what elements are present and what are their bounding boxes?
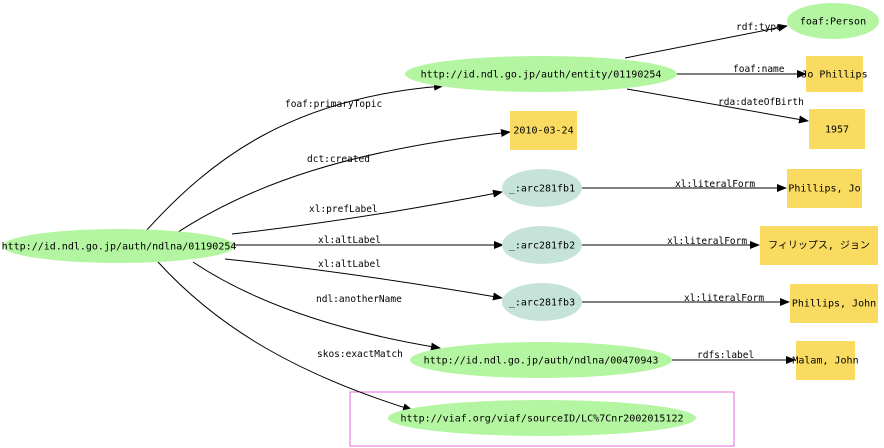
edge-pref-label [231, 189, 503, 235]
edge-label-date-of-birth: rda:dateOfBirth [718, 97, 804, 108]
node-label: Phillips, John [792, 299, 876, 310]
node-entity-01190254[interactable]: http://id.ndl.go.jp/auth/entity/01190254 [405, 56, 677, 92]
node-label: foaf:Person [800, 17, 866, 28]
node-blank-arc281fb3[interactable]: _:arc281fb3 [502, 283, 582, 321]
node-viaf-source-id[interactable]: http://viaf.org/viaf/sourceID/LC%7Cnr200… [388, 400, 696, 436]
edge-label-pref-label: xl:prefLabel [309, 204, 378, 215]
node-literal-1957[interactable]: 1957 [809, 109, 865, 149]
viaf-highlight-box [349, 391, 735, 447]
edge-another-name [192, 261, 441, 351]
edge-label-rdf-type: rdf:type [736, 22, 782, 33]
node-literal-2010-03-24[interactable]: 2010-03-24 [510, 111, 577, 150]
node-label: _:arc281fb1 [509, 184, 575, 195]
edge-label-alt-label-1: xl:altLabel [318, 235, 381, 246]
node-label: http://id.ndl.go.jp/auth/ndlna/01190254 [2, 242, 237, 253]
node-label: Jo Phillips [801, 70, 867, 81]
edge-labels: foaf:primaryTopic rdf:type foaf:name rda… [285, 22, 804, 361]
node-root-ndlna-01190254[interactable]: http://id.ndl.go.jp/auth/ndlna/01190254 [2, 229, 237, 263]
edge-label-exact-match: skos:exactMatch [317, 349, 403, 360]
edge-label-rdfs-label: rdfs:label [697, 350, 754, 361]
node-label: フィリップス, ジョン [768, 240, 870, 252]
edge-label-created: dct:created [307, 154, 370, 165]
edge-label-primary-topic: foaf:primaryTopic [285, 99, 382, 110]
node-label: 1957 [825, 125, 849, 136]
node-label: Malam, John [792, 356, 858, 367]
edge-exact-match [157, 261, 413, 412]
edges [144, 23, 809, 412]
edge-label-foaf-name: foaf:name [733, 64, 785, 75]
edge-label-alt-label-2: xl:altLabel [318, 259, 381, 270]
node-label: http://viaf.org/viaf/sourceID/LC%7Cnr200… [401, 414, 684, 425]
edge-date-of-birth [626, 88, 809, 124]
edge-label-another-name: ndl:anotherName [316, 294, 402, 305]
node-literal-phillips-john[interactable]: Phillips, John [790, 284, 878, 323]
node-literal-jo-phillips[interactable]: Jo Phillips [801, 56, 868, 92]
edge-rdf-type [624, 23, 788, 59]
node-ndlna-00470943[interactable]: http://id.ndl.go.jp/auth/ndlna/00470943 [410, 342, 672, 378]
node-label: _:arc281fb2 [509, 241, 575, 252]
node-literal-katakana-name[interactable]: フィリップス, ジョン [760, 226, 878, 265]
edge-label-literal-form-2: xl:literalForm [667, 236, 747, 247]
edge-created [171, 129, 511, 237]
node-label: http://id.ndl.go.jp/auth/ndlna/00470943 [424, 356, 659, 367]
node-blank-arc281fb1[interactable]: _:arc281fb1 [502, 169, 582, 207]
node-foaf-person[interactable]: foaf:Person [787, 3, 879, 39]
node-label: 2010-03-24 [513, 126, 573, 137]
edge-label-literal-form-1: xl:literalForm [675, 179, 755, 190]
node-blank-arc281fb2[interactable]: _:arc281fb2 [502, 226, 582, 264]
node-literal-malam-john[interactable]: Malam, John [792, 341, 859, 380]
edge-primary-topic [144, 82, 444, 233]
node-label: http://id.ndl.go.jp/auth/entity/01190254 [421, 70, 662, 81]
edge-alt-label-2 [224, 258, 503, 301]
node-label: Phillips, Jo [788, 184, 860, 195]
node-literal-phillips-jo[interactable]: Phillips, Jo [787, 169, 862, 208]
nodes: http://id.ndl.go.jp/auth/ndlna/01190254 … [2, 3, 879, 436]
edge-label-literal-form-3: xl:literalForm [684, 293, 764, 304]
node-label: _:arc281fb3 [509, 298, 575, 309]
